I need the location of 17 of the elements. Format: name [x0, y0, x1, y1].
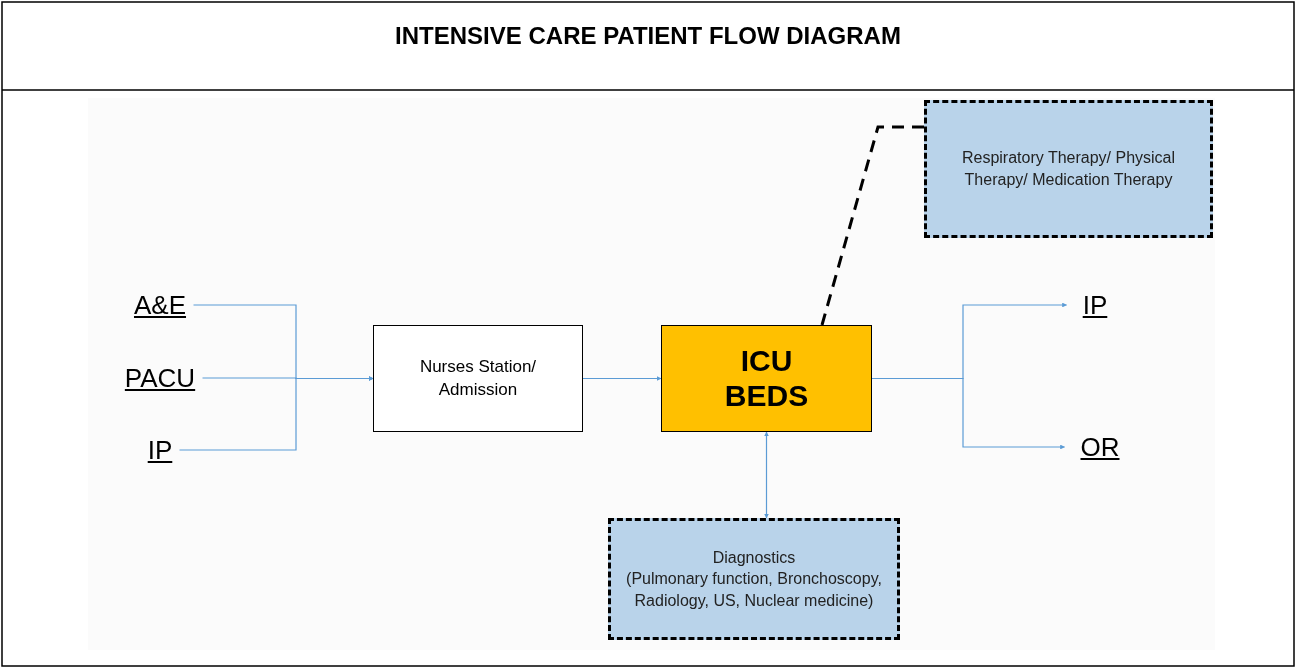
diagram-title: INTENSIVE CARE PATIENT FLOW DIAGRAM: [394, 22, 902, 50]
box-text: (Pulmonary function, Bronchoscopy, Radiology, US, Nuclear medicine): [625, 569, 883, 611]
service-box: Respiratory Therapy/ Physical Therapy/ Medication Therapy: [924, 100, 1213, 238]
location-label: PACU: [100, 358, 220, 398]
arrow: [871, 377, 1066, 450]
leader-line: [820, 125, 924, 326]
location-label: OR: [1060, 427, 1140, 467]
arrow: [582, 376, 662, 381]
box-heading: Diagnostics: [712, 547, 796, 568]
location-label: IP: [1060, 285, 1130, 325]
service-box: [608, 518, 900, 640]
arrow: [764, 431, 769, 519]
location-label: A&E: [100, 285, 220, 325]
arrow: [178, 376, 374, 451]
process-box: Nurses Station/ Admission: [373, 325, 583, 432]
icu-box: ICU BEDS: [661, 325, 872, 432]
location-label: IP: [100, 430, 220, 470]
